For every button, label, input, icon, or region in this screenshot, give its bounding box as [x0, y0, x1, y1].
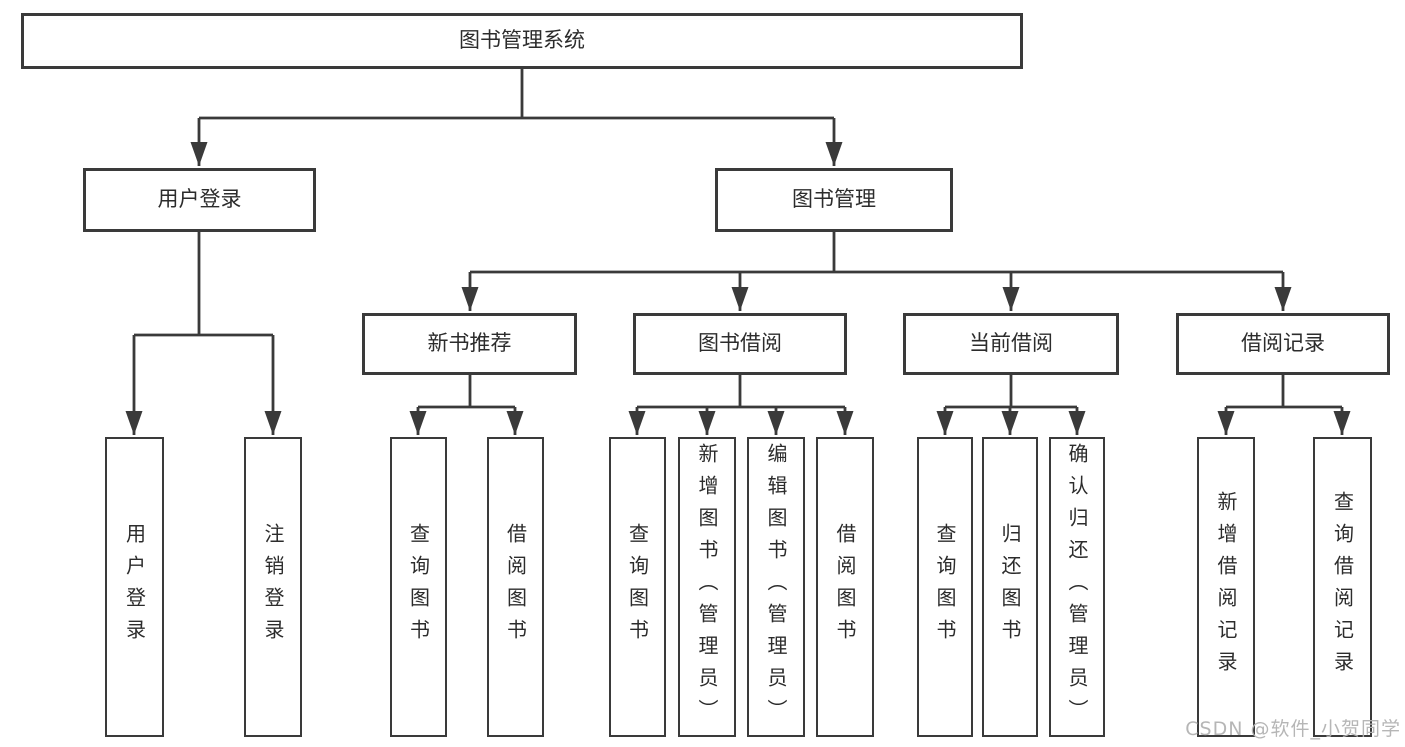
- node-bb-borrow-books: 借阅图书: [816, 437, 874, 737]
- node-user-login-group: 用户登录: [83, 168, 316, 232]
- node-root-library-system: 图书管理系统: [21, 13, 1023, 69]
- node-user-login: 用户登录: [105, 437, 164, 737]
- node-logout: 注销登录: [244, 437, 302, 737]
- node-br-query-record: 查询借阅记录: [1313, 437, 1372, 737]
- node-cb-return-books: 归还图书: [982, 437, 1038, 737]
- node-cb-query-books: 查询图书: [917, 437, 973, 737]
- node-bb-edit-book-admin: 编辑图书（管理员）: [747, 437, 805, 737]
- node-bb-add-book-admin: 新增图书（管理员）: [678, 437, 736, 737]
- node-nbr-query-books: 查询图书: [390, 437, 447, 737]
- node-new-book-recommend: 新书推荐: [362, 313, 577, 375]
- node-br-add-record: 新增借阅记录: [1197, 437, 1255, 737]
- node-current-borrowing: 当前借阅: [903, 313, 1119, 375]
- node-nbr-borrow-books: 借阅图书: [487, 437, 544, 737]
- node-book-management: 图书管理: [715, 168, 953, 232]
- node-borrowing-records: 借阅记录: [1176, 313, 1390, 375]
- node-book-borrowing: 图书借阅: [633, 313, 847, 375]
- node-bb-query-books: 查询图书: [609, 437, 666, 737]
- node-cb-confirm-return-admin: 确认归还（管理员）: [1049, 437, 1105, 737]
